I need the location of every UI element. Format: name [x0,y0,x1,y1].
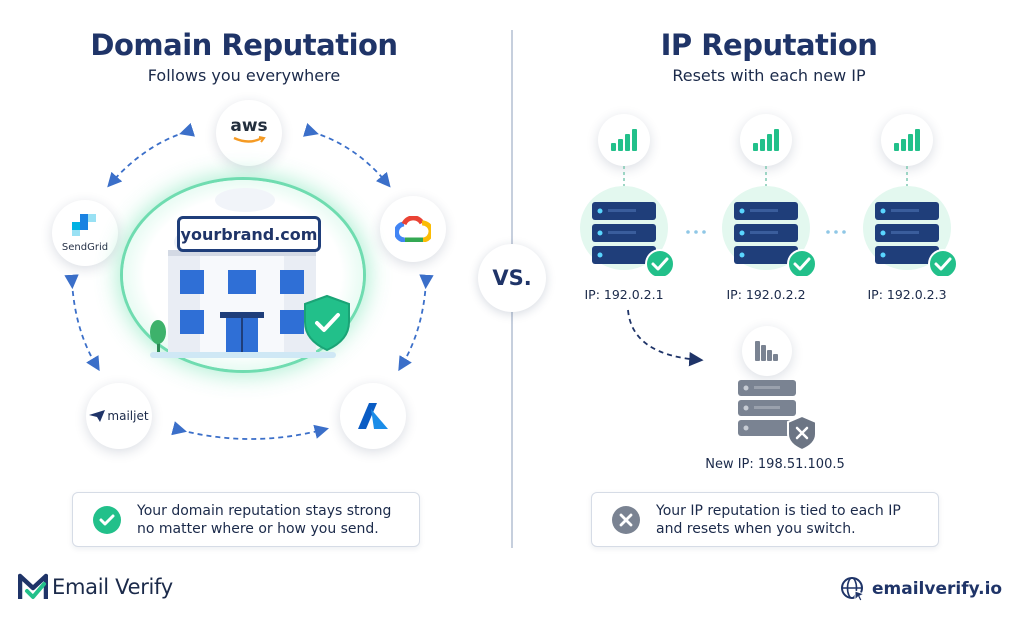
aws-provider: aws [216,100,282,166]
server-connectors [623,166,908,367]
new-server-ip-label: New IP: 198.51.100.5 [705,457,845,472]
brand-building-illustration [150,188,336,358]
google-cloud-provider [380,196,446,262]
domain-reputation-title: Domain Reputation [90,28,398,62]
mailjet-paper-plane-icon [89,410,106,422]
vs-badge: VS. [478,244,546,312]
strong-signal-icon [611,129,637,151]
new-server-signal-bubble [742,326,792,376]
ip-info-text: Your IP reputation is tied to each IP an… [656,502,901,538]
globe-icon [841,577,866,602]
domain-reputation-subtitle: Follows you everywhere [147,66,341,85]
sendgrid-provider: SendGrid [52,200,118,266]
server-2-icon [722,186,817,276]
x-circle-icon [612,505,640,534]
brand-domain-sign: yourbrand.com [177,216,321,252]
aws-logo-text: aws [230,116,268,136]
email-verify-m-icon [18,573,48,599]
sendgrid-logo-text: SendGrid [61,241,109,253]
email-verify-logo: Email Verify [18,572,173,602]
domain-shield-check-icon [304,294,350,352]
site-link[interactable]: emailverify.io [840,576,1002,602]
check-circle-icon [93,505,121,534]
new-server-icon [738,380,817,452]
domain-info-text: Your domain reputation stays strong no m… [137,502,391,538]
server-3-ip-label: IP: 192.0.2.3 [867,287,947,302]
google-cloud-icon [395,216,431,242]
ip-info-line-2: and resets when you switch. [656,520,856,537]
site-url-text: emailverify.io [872,579,1003,599]
azure-icon [358,403,388,429]
ip-reputation-subtitle: Resets with each new IP [672,66,866,85]
ip-reputation-title: IP Reputation [660,28,878,62]
ip-info-line-1: Your IP reputation is tied to each IP [656,502,901,519]
weak-signal-icon [755,341,778,361]
server-3-signal-bubble [881,114,933,166]
strong-signal-icon [894,129,920,151]
domain-info-box: Your domain reputation stays strong no m… [72,492,420,547]
server-1-ip-label: IP: 192.0.2.1 [584,287,664,302]
provider-cycle-arrows [64,122,434,440]
ip-info-box: Your IP reputation is tied to each IP an… [591,492,939,547]
azure-provider [340,383,406,449]
mailjet-logo-text: mailjet [107,409,149,423]
strong-signal-icon [753,129,779,151]
server-3-icon [863,186,958,276]
server-1-signal-bubble [598,114,650,166]
domain-info-line-2: no matter where or how you send. [137,520,379,537]
server-2-signal-bubble [740,114,792,166]
server-2-ip-label: IP: 192.0.2.2 [726,287,806,302]
aws-smile-icon [233,136,266,143]
server-1-icon [580,186,675,276]
sendgrid-icon [71,213,96,236]
domain-info-line-1: Your domain reputation stays strong [137,502,392,519]
email-verify-logo-text: Email Verify [52,575,173,599]
mailjet-provider: mailjet [86,383,152,449]
